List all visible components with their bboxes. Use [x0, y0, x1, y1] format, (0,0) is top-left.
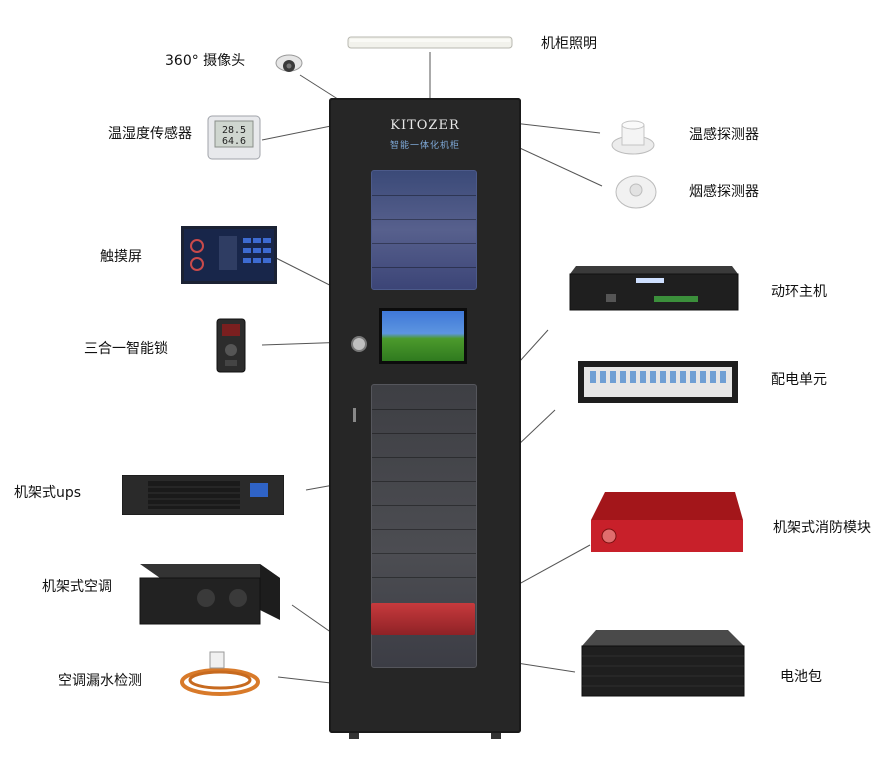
label-smoke-detector: 烟感探测器	[689, 184, 759, 200]
label-camera: 360° 摄像头	[165, 53, 246, 69]
sensor-display-top: 28.5	[222, 125, 246, 136]
temp-humidity-sensor-image: 28.5 64.6	[207, 115, 261, 160]
cabinet-handle	[353, 408, 356, 422]
touchscreen-image	[181, 226, 277, 284]
label-power-dist: 配电单元	[771, 372, 827, 388]
cabinet-light-image	[346, 33, 514, 53]
label-env-host: 动环主机	[771, 284, 827, 300]
label-ups: 机架式ups	[14, 485, 82, 501]
cabinet-foot-right	[491, 733, 501, 739]
cabinet-top-window	[371, 170, 477, 290]
sensor-display-bottom: 64.6	[222, 136, 246, 147]
cabinet-screen	[379, 308, 467, 364]
fire-module-image	[585, 490, 745, 556]
label-lighting: 机柜照明	[541, 36, 597, 52]
temp-detector-image	[610, 117, 656, 157]
cabinet: KITOZER 智能一体化机柜	[329, 98, 521, 739]
camera-image	[272, 53, 306, 77]
battery-pack-image	[578, 626, 746, 700]
env-host-image	[566, 262, 742, 314]
label-aircon: 机架式空调	[42, 579, 112, 595]
label-temp-humidity: 温湿度传感器	[108, 126, 192, 142]
cabinet-fire-module	[371, 603, 475, 635]
cabinet-subtitle: 智能一体化机柜	[389, 141, 460, 151]
cabinet-lock-icon	[351, 336, 367, 352]
label-lock: 三合一智能锁	[84, 341, 168, 357]
smart-lock-image	[216, 318, 246, 373]
leak-detector-image	[178, 650, 264, 700]
label-temp-detector: 温感探测器	[689, 127, 759, 143]
label-fire-module: 机架式消防模块	[773, 520, 871, 536]
cabinet-foot-left	[349, 733, 359, 739]
label-leak: 空调漏水检测	[58, 673, 142, 689]
ups-image	[121, 474, 285, 516]
label-touchscreen: 触摸屏	[100, 249, 142, 265]
label-battery: 电池包	[780, 669, 822, 685]
cabinet-brand: KITOZER	[390, 118, 460, 133]
smoke-detector-image	[614, 170, 658, 210]
aircon-image	[130, 560, 286, 630]
power-dist-image	[578, 361, 738, 403]
